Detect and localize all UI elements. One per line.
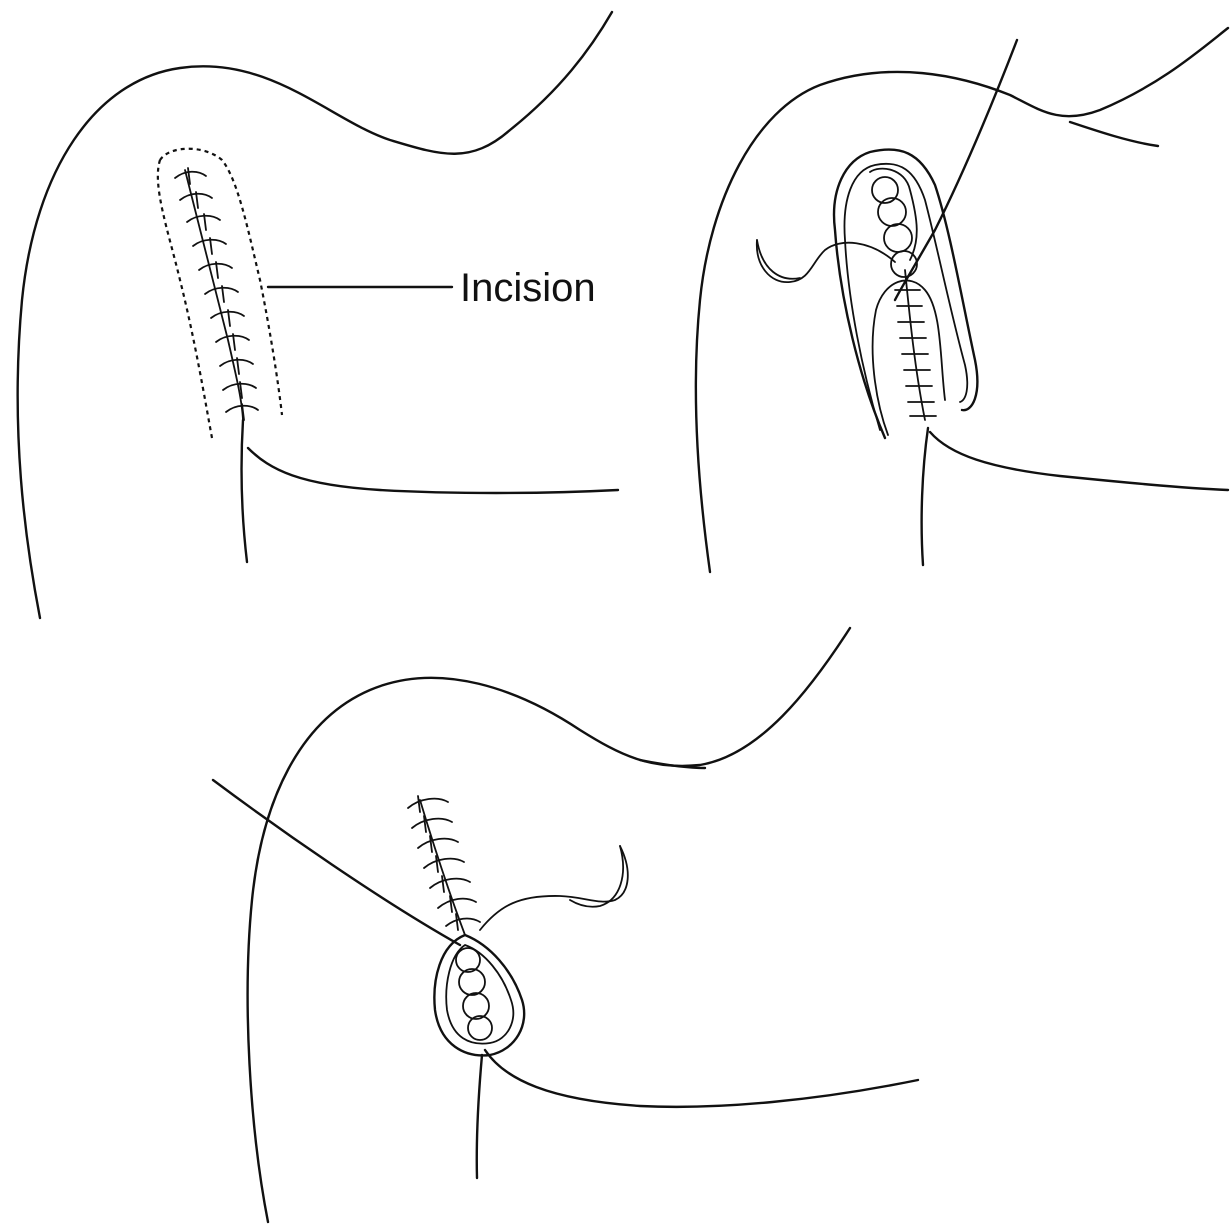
- shoulder-contour: [1070, 122, 1158, 146]
- sutures: [895, 290, 936, 416]
- midline: [922, 428, 928, 565]
- suture-thread: [480, 846, 628, 930]
- needle: [757, 240, 800, 279]
- lower-contour: [485, 1050, 918, 1107]
- lower-contour: [248, 448, 618, 493]
- flap-outer: [834, 150, 977, 438]
- body-outline: [248, 628, 850, 1222]
- midline: [477, 1055, 482, 1178]
- incision-label: Incision: [460, 266, 596, 310]
- body-outline: [18, 12, 612, 618]
- lower-contour: [930, 432, 1228, 490]
- suture-line: [905, 270, 925, 420]
- panel-incision: Incision: [18, 12, 618, 618]
- panel-closure: [213, 628, 918, 1222]
- suture-line: [185, 170, 243, 420]
- incision-outline: [158, 149, 282, 438]
- sutures: [408, 796, 480, 930]
- midline: [242, 420, 247, 562]
- panel-flap-raised: [696, 28, 1228, 572]
- lobules: [456, 948, 492, 1040]
